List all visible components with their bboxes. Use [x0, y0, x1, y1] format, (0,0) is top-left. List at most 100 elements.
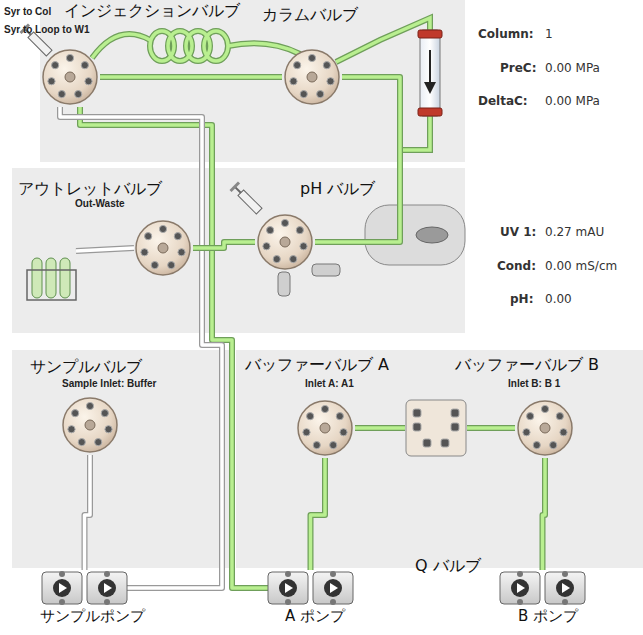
valve-port [300, 91, 307, 98]
valve-port [263, 243, 270, 250]
readout-value: 0.00 MPa [545, 62, 600, 76]
flow-arrow [424, 82, 436, 94]
tube-outline [100, 74, 282, 80]
pump-casing [87, 572, 127, 604]
component-name: サンプルポンプ [40, 608, 145, 625]
mixer-port [423, 439, 431, 447]
tube-outline [543, 458, 546, 570]
tube-core [193, 242, 255, 248]
column-tubing [336, 18, 430, 150]
valve-body [298, 401, 352, 455]
valve-port [550, 442, 557, 449]
buffer-tubing [543, 458, 546, 570]
pump-unit: サンプルポンプ [42, 570, 127, 606]
valve-hub [280, 237, 290, 247]
valve-port [556, 413, 563, 420]
valve-body [518, 401, 572, 455]
uv-window [416, 227, 448, 243]
tube-vial [60, 258, 70, 298]
pump-casing [313, 572, 353, 604]
valve-body [63, 398, 117, 452]
mixer-valve: Q バルブ [405, 399, 467, 457]
valve-port [48, 78, 55, 85]
valve-port [313, 442, 320, 449]
pump-port [517, 571, 523, 577]
valve-port [159, 225, 166, 232]
tube-outline [315, 77, 400, 242]
component-status: Sample Inlet: Buffer [62, 378, 156, 390]
valve-port [75, 91, 82, 98]
pump-port [104, 599, 110, 605]
ph-valve: pH バルブ [255, 212, 315, 272]
component-name: Q バルブ [415, 557, 481, 575]
component-status: Inlet A: A1 [305, 378, 354, 390]
syringe-plunger [229, 181, 240, 192]
pump-motor [279, 579, 297, 597]
node-icon [515, 398, 575, 458]
readout-value: 0.00 mS/cm [545, 260, 617, 274]
pump-motor [511, 579, 529, 597]
valve-hub [158, 243, 168, 253]
valve-port [317, 91, 324, 98]
pump-head [87, 571, 127, 605]
valve-disc [43, 50, 97, 104]
mixer-port [413, 409, 421, 417]
pump-head [42, 571, 82, 605]
component-status: Inlet B: B 1 [508, 378, 560, 390]
valve-port [105, 426, 112, 433]
valve-port [174, 233, 181, 240]
tube-core [467, 426, 515, 430]
tube-core [100, 75, 282, 79]
component-name: B ポンプ [518, 608, 578, 625]
pump-port [59, 599, 65, 605]
tube-outline [467, 425, 515, 431]
pump-motor [53, 579, 71, 597]
node-icon [282, 47, 342, 107]
tube-core [355, 426, 405, 430]
column-cap [418, 108, 442, 116]
valve-port [66, 54, 73, 61]
pump-head [500, 571, 540, 605]
valve-port [527, 413, 534, 420]
node-icon [295, 398, 355, 458]
valve-disc [258, 215, 312, 269]
component-name: pH バルブ [300, 180, 375, 198]
column-valve: カラムバルブ [282, 47, 342, 107]
buffer-tubing [311, 458, 326, 570]
valve-hub [85, 420, 95, 430]
valve-disc [285, 50, 339, 104]
valve-port [336, 413, 343, 420]
valve-hub [320, 423, 330, 433]
pump-symbol [517, 583, 525, 593]
valve-port [58, 91, 65, 98]
pump-port [517, 599, 523, 605]
pump-symbol [59, 583, 67, 593]
loop-coil [204, 31, 228, 61]
valve-port [308, 54, 315, 61]
valve-disc [136, 221, 190, 275]
valve-port [86, 402, 93, 409]
buffer-tubing [315, 77, 400, 242]
valve-port [300, 243, 307, 250]
column-body [420, 30, 440, 116]
mixer-port [451, 423, 459, 431]
buffer-valve: バッファーバルブ AInlet A: A1 [295, 398, 355, 458]
pump-symbol [104, 583, 112, 593]
readout-value: 0.27 mAU [545, 226, 604, 240]
flow-arrow [429, 50, 431, 84]
valve-hub [540, 423, 550, 433]
pump-casing [268, 572, 308, 604]
component-name: サンプルバルブ [30, 358, 142, 376]
pump-port [59, 571, 65, 577]
buffer-valve: バッファーバルブ BInlet B: B 1 [515, 398, 575, 458]
tube-core [85, 455, 91, 570]
column [418, 30, 442, 116]
loop-tube [92, 34, 150, 58]
uv-monitor [365, 205, 465, 265]
valve-port [145, 233, 152, 240]
pump-motor [98, 579, 116, 597]
tube-outline [311, 458, 326, 570]
rack-frame [27, 270, 76, 300]
buffer-tubing [355, 428, 405, 429]
valve-port [85, 78, 92, 85]
